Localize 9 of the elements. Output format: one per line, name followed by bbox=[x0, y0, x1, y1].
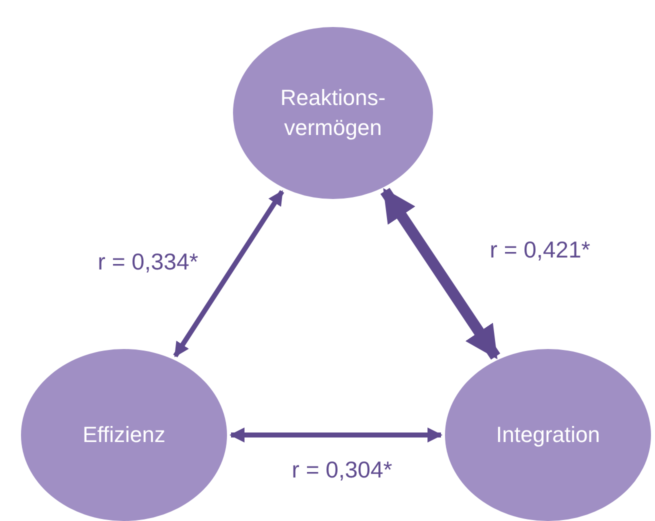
node-label: Integration bbox=[495, 421, 601, 450]
node-label: Reaktions- vermögen bbox=[279, 84, 387, 142]
ellipse-node bbox=[445, 349, 651, 521]
ellipse-node bbox=[21, 349, 227, 521]
double-arrow bbox=[173, 190, 284, 358]
node-label: Effizienz bbox=[82, 421, 166, 450]
double-arrow bbox=[380, 188, 500, 360]
double-arrow bbox=[230, 428, 442, 442]
ellipse-node bbox=[233, 27, 433, 199]
